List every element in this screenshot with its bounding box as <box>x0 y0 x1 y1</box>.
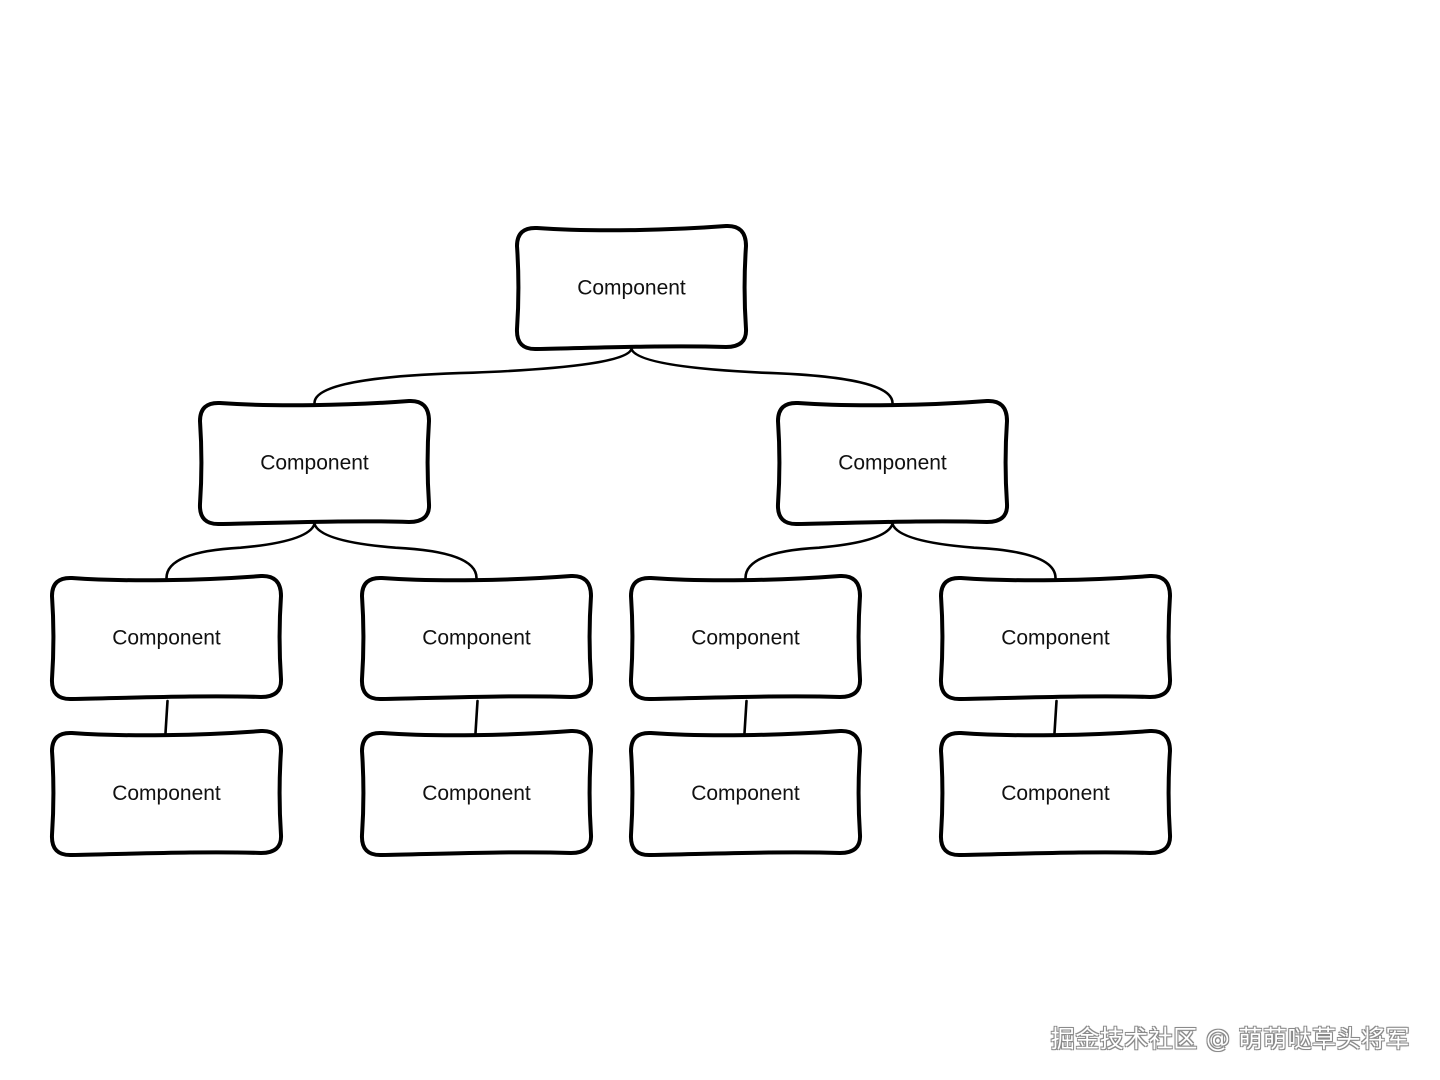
node-label: Component <box>260 452 369 475</box>
node-label: Component <box>422 627 531 650</box>
node-label: Component <box>1001 627 1110 650</box>
node-label: Component <box>691 782 800 805</box>
node-box <box>628 728 863 858</box>
node-box <box>359 573 594 702</box>
edges-layer <box>164 347 1058 735</box>
node-rl: Component <box>628 573 863 702</box>
edge-root-to-r <box>630 347 894 405</box>
edge-ll-to-ll_c <box>164 699 169 735</box>
edge-root-to-l <box>313 347 633 405</box>
node-label: Component <box>112 627 221 650</box>
edge-l-to-ll <box>165 522 316 580</box>
edge-r-to-rr <box>891 522 1057 580</box>
node-label: Component <box>112 782 221 805</box>
node-rr_c: Component <box>938 728 1173 858</box>
edge-l-to-lr <box>313 522 478 580</box>
node-lr: Component <box>359 573 594 702</box>
node-box <box>938 728 1173 858</box>
edge-lr-to-lr_c <box>474 699 479 735</box>
node-label: Component <box>1001 782 1110 805</box>
edge-rl-to-rl_c <box>743 699 748 735</box>
watermark-text: 掘金技术社区 @ 萌萌哒草头将军 <box>1050 1025 1410 1053</box>
node-root: Component <box>514 223 749 352</box>
node-box <box>628 573 863 702</box>
node-label: Component <box>422 782 531 805</box>
node-ll_c: Component <box>49 728 284 858</box>
node-r: Component <box>775 398 1010 527</box>
node-box <box>49 573 284 702</box>
node-l: Component <box>197 398 432 527</box>
node-label: Component <box>577 277 686 300</box>
node-box <box>197 398 432 527</box>
node-label: Component <box>838 452 947 475</box>
node-box <box>514 223 749 352</box>
node-box <box>359 728 594 858</box>
node-rr: Component <box>938 573 1173 702</box>
node-box <box>49 728 284 858</box>
node-box <box>938 573 1173 702</box>
edge-r-to-rl <box>744 522 894 580</box>
edge-rr-to-rr_c <box>1053 699 1058 735</box>
node-ll: Component <box>49 573 284 702</box>
node-box <box>775 398 1010 527</box>
node-rl_c: Component <box>628 728 863 858</box>
node-lr_c: Component <box>359 728 594 858</box>
node-label: Component <box>691 627 800 650</box>
